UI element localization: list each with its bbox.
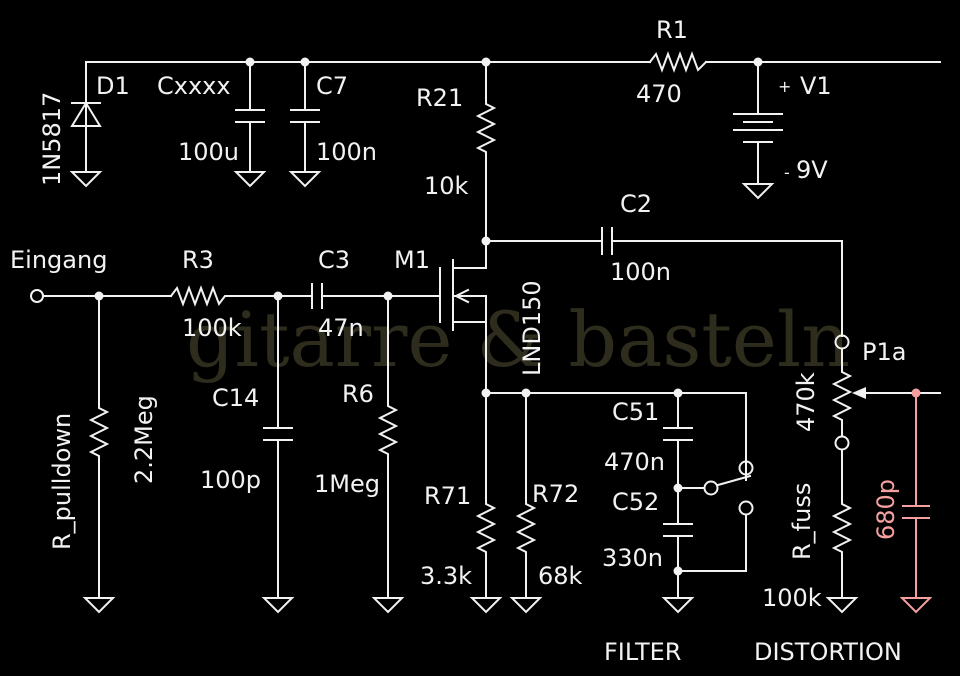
r-fuss-ref: R_fuss [788, 483, 816, 560]
r-pulldown-value: 2.2Meg [130, 395, 158, 484]
r-pulldown-ref: R_pulldown [48, 413, 76, 550]
potentiometer-p1a[interactable]: P1a 470k [792, 334, 917, 451]
filter-switch[interactable] [677, 460, 754, 572]
filter-label: FILTER [604, 638, 681, 666]
c2-value: 100n [610, 258, 671, 286]
capacitor-c52[interactable]: C52 330n [602, 487, 695, 614]
input-jack[interactable]: Eingang [10, 246, 172, 303]
c51-value: 470n [604, 448, 665, 476]
c7-ref: C7 [316, 72, 348, 100]
cxxxx-value: 100u [178, 138, 239, 166]
r3-value: 100k [182, 314, 242, 342]
c3-value: 47n [318, 314, 364, 342]
d1-value: 1N5817 [38, 92, 66, 186]
resistor-r1[interactable]: R1 470 [636, 16, 708, 108]
c3-ref: C3 [318, 246, 350, 274]
p1a-value: 470k [792, 372, 820, 432]
v1-plus: + [778, 77, 791, 96]
c52-value: 330n [602, 544, 663, 572]
r72-ref: R72 [532, 480, 579, 508]
d1-ref: D1 [96, 72, 130, 100]
resistor-r6[interactable]: R6 1Meg [314, 295, 405, 614]
r71-ref: R71 [424, 482, 471, 510]
v1-ref: V1 [800, 72, 832, 100]
c680-value: 680p [872, 479, 900, 540]
resistor-r21[interactable]: R21 10k [416, 61, 497, 241]
r71-value: 3.3k [420, 562, 472, 590]
mosfet-m1[interactable]: M1 LND150 [394, 240, 546, 395]
resistor-r71[interactable]: R71 3.3k [420, 392, 503, 614]
c7-value: 100n [316, 138, 377, 166]
m1-ref: M1 [394, 246, 430, 274]
r1-value: 470 [636, 80, 682, 108]
capacitor-c2[interactable]: C2 100n [481, 190, 843, 337]
capacitor-c7[interactable]: C7 100n [288, 61, 377, 188]
c2-ref: C2 [620, 190, 652, 218]
capacitor-cxxxx[interactable]: Cxxxx 100u [157, 61, 267, 188]
c14-ref: C14 [212, 384, 259, 412]
resistor-r-fuss[interactable]: R_fuss 100k [762, 449, 859, 614]
watermark: gitarre & basteln [186, 295, 850, 384]
battery-v1[interactable]: + - V1 9V [733, 61, 832, 200]
supply-rail [85, 57, 941, 67]
r21-ref: R21 [416, 84, 463, 112]
v1-value: 9V [796, 156, 828, 184]
r6-value: 1Meg [314, 470, 380, 498]
resistor-r-pulldown[interactable]: R_pulldown 2.2Meg [48, 295, 158, 614]
r3-ref: R3 [182, 246, 214, 274]
input-label: Eingang [10, 246, 107, 274]
capacitor-c3[interactable]: C3 47n [311, 246, 441, 342]
distortion-label: DISTORTION [754, 638, 902, 666]
c14-value: 100p [200, 466, 261, 494]
m1-value: LND150 [518, 280, 546, 376]
v1-minus: - [784, 163, 790, 182]
r21-value: 10k [424, 172, 469, 200]
r72-value: 68k [538, 562, 583, 590]
c52-ref: C52 [612, 488, 659, 516]
capacitor-c14[interactable]: C14 100p [200, 295, 295, 614]
resistor-r72[interactable]: R72 68k [509, 392, 583, 614]
p1a-ref: P1a [862, 338, 906, 366]
cxxxx-ref: Cxxxx [157, 72, 231, 100]
r1-ref: R1 [656, 16, 688, 44]
capacitor-680p[interactable]: 680p [872, 388, 933, 614]
resistor-r3[interactable]: R3 100k [169, 246, 313, 342]
diode-d1[interactable]: D1 1N5817 [38, 61, 130, 188]
capacitor-c51[interactable]: C51 470n [604, 392, 693, 493]
c51-ref: C51 [612, 398, 659, 426]
r6-ref: R6 [342, 380, 374, 408]
r-fuss-value: 100k [762, 584, 822, 612]
